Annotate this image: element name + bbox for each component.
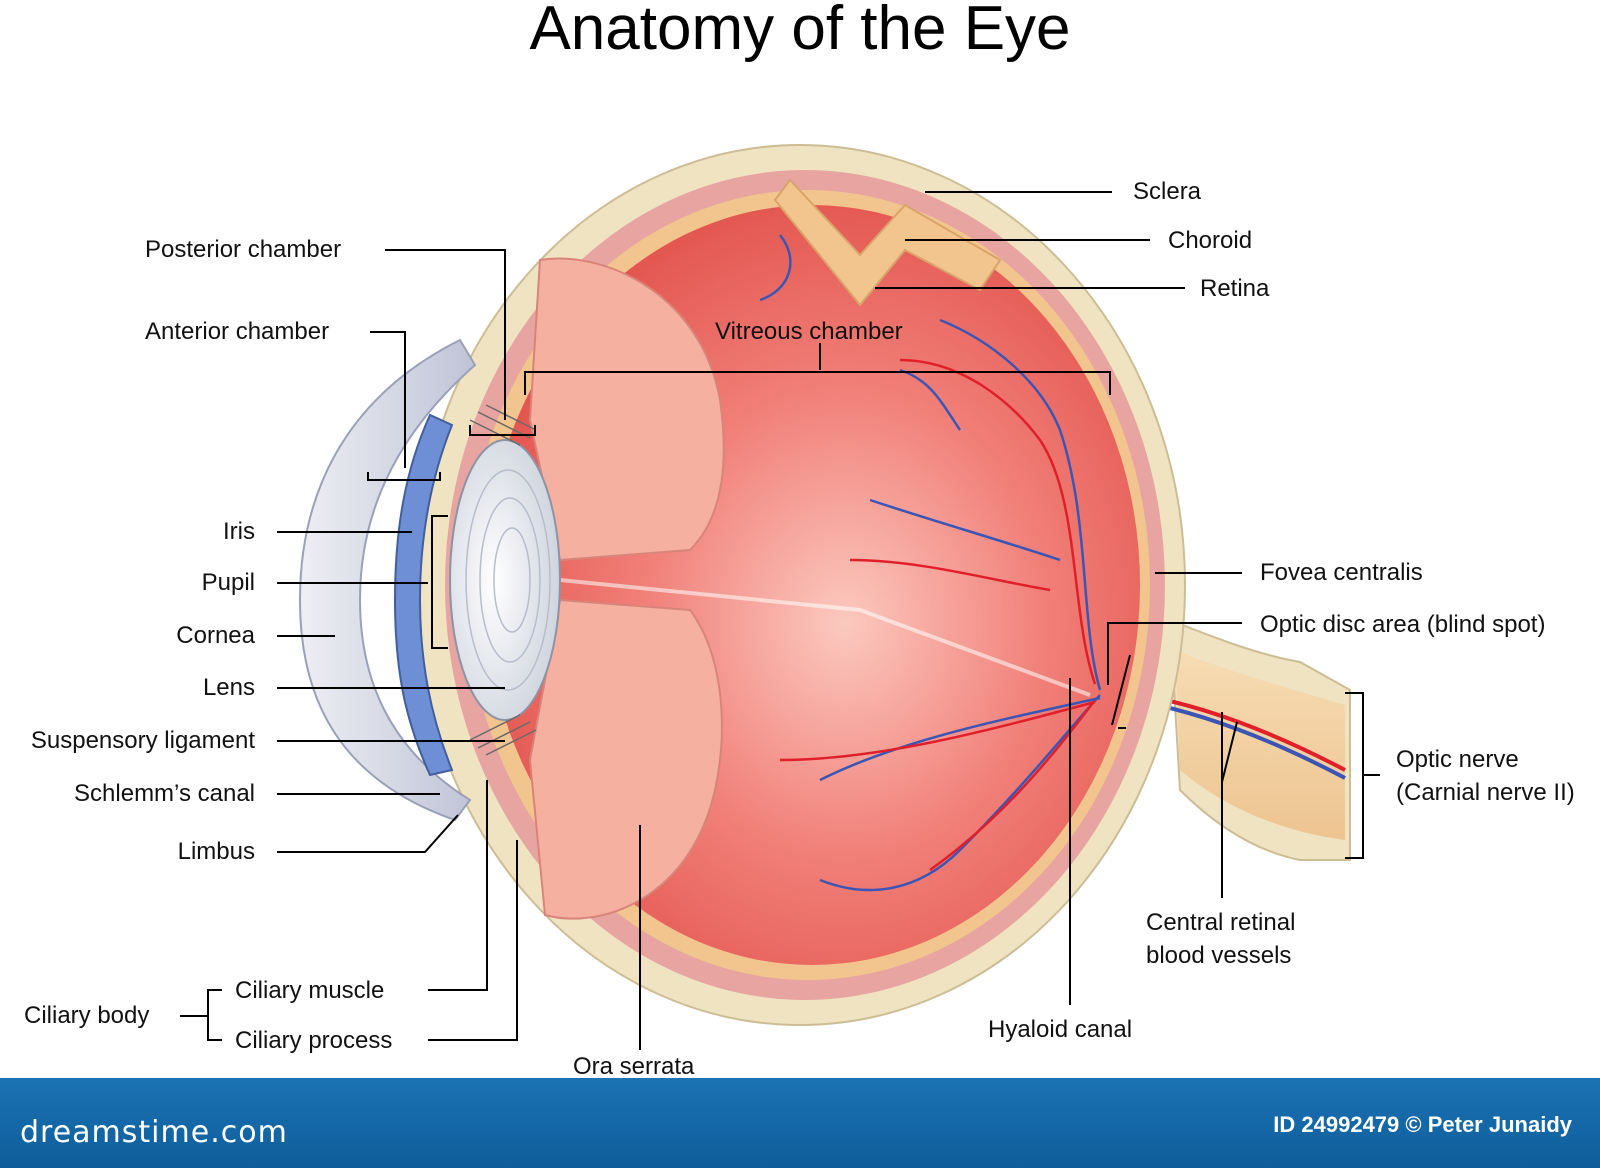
label-optic-disc-area: Optic disc area (blind spot): [1260, 611, 1546, 638]
label-posterior-chamber: Posterior chamber: [145, 236, 342, 263]
lens-shape: [449, 439, 561, 721]
iris-shape: [393, 413, 454, 777]
label-retina: Retina: [1200, 275, 1270, 302]
label-lens: Lens: [202, 674, 255, 701]
label-ora-serrata: Ora serrata: [573, 1053, 695, 1080]
label-vitreous-chamber: Vitreous chamber: [715, 318, 903, 345]
label-fovea-centralis: Fovea centralis: [1260, 559, 1423, 586]
label-central-retinal-blood-vessels: Central retinal blood vessels: [1146, 909, 1296, 969]
label-pupil: Pupil: [201, 569, 255, 596]
lens-rings: [465, 469, 551, 691]
label-anterior-chamber: Anterior chamber: [145, 318, 330, 345]
label-suspensory-ligament: Suspensory ligament: [30, 727, 255, 754]
label-iris: Iris: [223, 518, 255, 545]
brand-logo-text: dreamstime.com: [20, 1115, 288, 1150]
section-cut: [773, 178, 1002, 307]
label-limbus: Limbus: [177, 838, 255, 865]
label-cornea: Cornea: [176, 622, 255, 649]
label-choroid: Choroid: [1168, 227, 1253, 254]
label-hyaloid-canal: Hyaloid canal: [988, 1016, 1133, 1043]
leader-lines: [180, 191, 1380, 1050]
label-sclera: Sclera: [1133, 178, 1202, 205]
page-title: Anatomy of the Eye: [529, 0, 1071, 63]
image-credit: ID 24992479 © Peter Junaidy: [1273, 1112, 1572, 1137]
suspensory-ligament-shape: [469, 404, 537, 756]
optic-nerve-shape: [1099, 618, 1351, 861]
label-ciliary-body: Ciliary body: [24, 1002, 150, 1029]
label-ciliary-muscle: Ciliary muscle: [235, 977, 385, 1004]
footer-bar: dreamstime.com ID 24992479 © Peter Junai…: [0, 1078, 1600, 1168]
label-optic-nerve: Optic nerve (Carnial nerve II): [1396, 746, 1575, 806]
label-schlemms-canal: Schlemm’s canal: [74, 780, 255, 807]
label-ciliary-process: Ciliary process: [235, 1027, 393, 1054]
ciliary-folds: [528, 257, 1091, 920]
